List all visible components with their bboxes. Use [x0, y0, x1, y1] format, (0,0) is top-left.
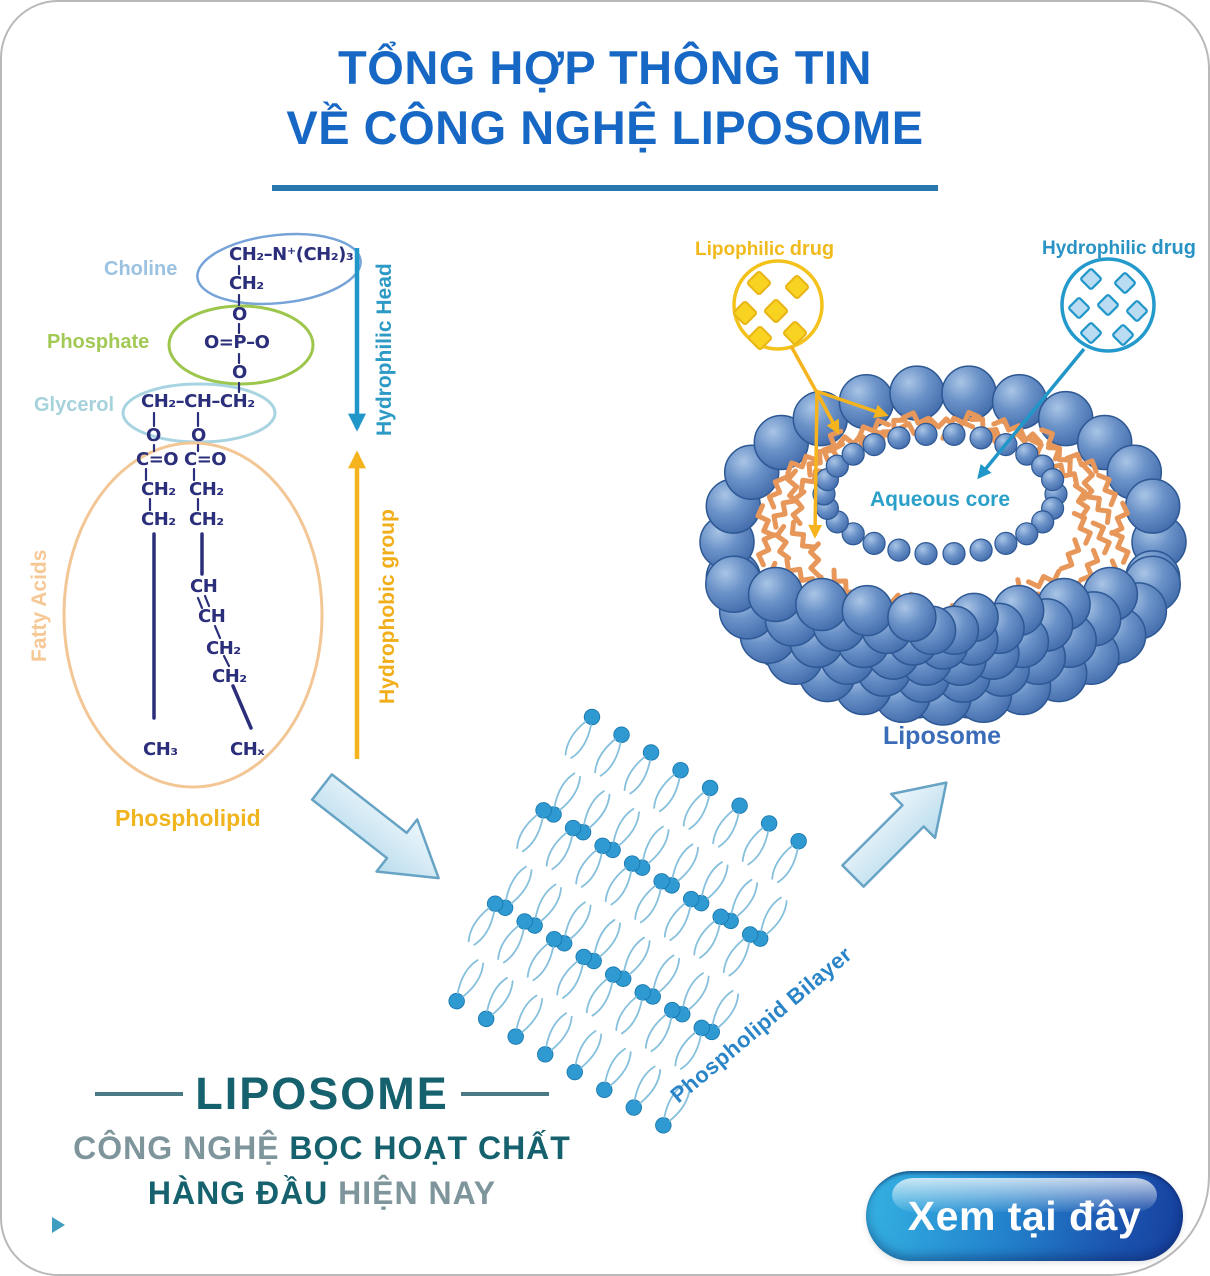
formula-chx: CHₓ — [230, 739, 265, 760]
formula-ch2: CH₂ — [206, 638, 241, 659]
phosphate-label: Phosphate — [47, 331, 150, 353]
formula-carbonyl: C=O — [136, 449, 179, 470]
cta-button[interactable]: Xem tại đây — [866, 1171, 1183, 1261]
formula-phosphate-row: O=P–O — [204, 332, 270, 353]
formula-ch: CH — [198, 606, 226, 627]
bilayer-label: Phospholipid Bilayer — [665, 941, 857, 1108]
formula-o: O — [232, 362, 247, 383]
aqueous-core-label: Aqueous core — [869, 488, 1011, 511]
decorative-triangle — [52, 1217, 65, 1233]
hydrophobic-group-label: Hydrophobic group — [376, 509, 399, 704]
liposome-illustration — [699, 365, 1187, 726]
formula-ch2: CH₂ — [229, 273, 264, 294]
transition-arrow-2 — [841, 781, 948, 888]
phospholipid-label: Phospholipid — [115, 805, 261, 831]
tagline-1-bold: BỌC HOẠT CHẤT — [289, 1130, 571, 1166]
formula-glycerol-row: CH₂–CH–CH₂ — [141, 391, 255, 412]
formula-ch3: CH₃ — [143, 739, 178, 760]
formula-o: O — [232, 304, 247, 325]
choline-label: Choline — [104, 258, 178, 280]
cta-button-label: Xem tại đây — [907, 1192, 1142, 1239]
tagline-2: HÀNG ĐẦU HIỆN NAY — [12, 1175, 632, 1212]
formula-o: O — [191, 425, 206, 446]
choline-ellipse — [196, 232, 362, 306]
lipophilic-drug-word: drug — [789, 238, 835, 260]
footer-brand-block: LIPOSOME CÔNG NGHỆ BỌC HOẠT CHẤT HÀNG ĐẦ… — [12, 1068, 632, 1212]
hydrophilic-drug-circle — [1060, 257, 1156, 353]
brand-title: LIPOSOME — [195, 1068, 449, 1119]
formula-ch2: CH₂ — [212, 666, 247, 687]
page-title-line-1: TỔNG HỢP THÔNG TIN — [338, 41, 872, 94]
liposome-caption: Liposome — [882, 722, 1002, 750]
lipophilic-word: Lipophilic — [695, 239, 785, 260]
formula-choline-row: CH₂–N⁺(CH₂)₃ — [229, 244, 354, 265]
formula-ch: CH — [190, 576, 218, 597]
brand-dash-right — [460, 1092, 549, 1096]
structure-group-ellipses — [62, 232, 362, 789]
transition-arrow-1 — [310, 773, 440, 880]
formula-o: O — [146, 425, 161, 446]
formula-ch2: CH₂ — [141, 509, 176, 530]
formula-ch2: CH₂ — [141, 479, 176, 500]
hydrophilic-drug-word: drug — [1151, 237, 1196, 259]
formula-ch2: CH₂ — [189, 479, 224, 500]
formula-carbonyl: C=O — [184, 449, 227, 470]
brand-row: LIPOSOME — [12, 1068, 632, 1120]
tagline-2-light: HIỆN NAY — [338, 1175, 497, 1211]
tagline-1-light: CÔNG NGHỆ — [73, 1130, 280, 1166]
tagline-2-bold: HÀNG ĐẦU — [147, 1175, 329, 1211]
title-underline — [272, 185, 938, 191]
hydrophilic-head-label: Hydrophilic Head — [373, 263, 396, 436]
tagline-1: CÔNG NGHỆ BỌC HOẠT CHẤT — [12, 1130, 632, 1167]
hydrophilic-word: Hydrophilic — [1042, 238, 1147, 259]
fatty-acids-label: Fatty Acids — [28, 549, 51, 662]
page-title-line-2: VỀ CÔNG NGHỆ LIPOSOME — [286, 101, 924, 154]
glycerol-label: Glycerol — [34, 394, 115, 416]
formula-ch2: CH₂ — [189, 509, 224, 530]
lipophilic-drug-circle — [732, 259, 824, 351]
brand-dash-left — [95, 1092, 184, 1096]
